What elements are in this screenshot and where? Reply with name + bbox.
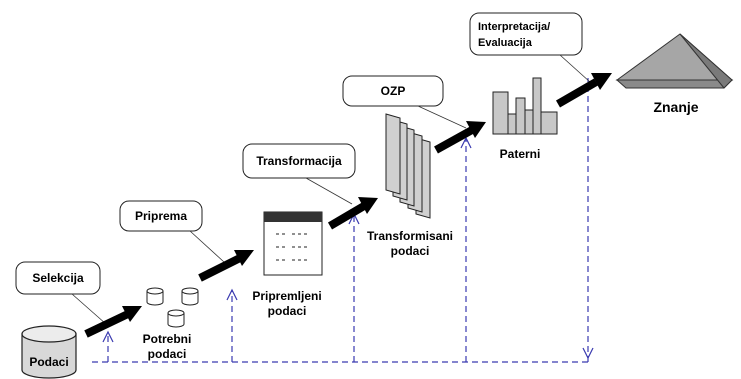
- flow-arrow-shaft: [198, 254, 242, 282]
- connector-line: [305, 177, 353, 205]
- connector-line: [417, 105, 467, 129]
- feedback-arrowhead-down: [582, 347, 594, 360]
- small-cylinder-icon: [167, 309, 185, 328]
- step-box: [15, 261, 101, 295]
- flow-arrows: [84, 73, 612, 338]
- node-paterni: Paterni: [492, 77, 558, 161]
- step-box: [469, 12, 583, 56]
- flow-arrowhead: [234, 250, 254, 266]
- connector-line: [559, 54, 591, 83]
- flow-arrow-shaft: [84, 310, 130, 338]
- node-pripremljeni-podaci: Pripremljeni podaci: [252, 211, 323, 318]
- step-label-transformacija: Transformacija: [256, 154, 342, 168]
- feedback-lines: [92, 78, 594, 363]
- step-priprema: Priprema: [119, 200, 225, 263]
- step-selekcija: Selekcija: [15, 261, 107, 325]
- node-label-paterni: Paterni: [500, 147, 541, 161]
- flow-arrow-shaft: [434, 126, 474, 154]
- node-label-transformisani-2: podaci: [391, 244, 430, 258]
- feedback-arrowhead: [460, 136, 472, 149]
- step-transformacija: Transformacija: [242, 143, 356, 205]
- feedback-arrowhead: [102, 330, 114, 343]
- node-label-podaci: Podaci: [29, 355, 68, 369]
- step-box: [342, 75, 444, 107]
- step-box: [119, 200, 203, 232]
- bar-pattern-icon: [492, 77, 558, 135]
- node-potrebni-podaci: Potrebni podaci: [143, 287, 199, 361]
- connector-line: [71, 293, 107, 325]
- node-label-potrebni-2: podaci: [148, 347, 187, 361]
- step-box: [242, 143, 356, 179]
- step-label-interpretacija: Interpretacija/: [478, 21, 550, 33]
- small-cylinder-icon: [146, 287, 164, 306]
- flow-arrowhead: [358, 197, 378, 214]
- flow-arrowhead: [122, 306, 142, 322]
- database-cylinder-icon: [21, 325, 77, 379]
- table-document-icon: [263, 211, 323, 276]
- flow-arrowhead: [591, 73, 612, 90]
- step-interpretacija: Interpretacija/ Evaluacija: [469, 12, 591, 83]
- pyramid-icon: [615, 33, 734, 89]
- node-transformisani-podaci: Transformisani podaci: [367, 113, 453, 258]
- connector-line: [189, 230, 225, 263]
- stacked-sheets-icon: [385, 113, 431, 219]
- node-label-pripremljeni-2: podaci: [268, 304, 307, 318]
- flow-arrow-shaft: [327, 202, 367, 230]
- node-label-pripremljeni: Pripremljeni: [252, 289, 321, 303]
- node-label-transformisani: Transformisani: [367, 229, 453, 243]
- node-label-znanje: Znanje: [653, 99, 698, 115]
- step-label-selekcija: Selekcija: [32, 271, 84, 285]
- step-label-priprema: Priprema: [135, 209, 187, 223]
- step-label-ozp: OZP: [381, 84, 406, 98]
- step-label-evaluacija: Evaluacija: [478, 37, 533, 49]
- feedback-arrowhead: [226, 288, 238, 301]
- node-znanje: Znanje: [615, 33, 734, 115]
- step-ozp: OZP: [342, 75, 467, 129]
- node-label-potrebni: Potrebni: [143, 332, 192, 346]
- flow-arrow-shaft: [555, 78, 599, 108]
- flow-arrowhead: [466, 121, 486, 138]
- node-podaci: Podaci: [21, 325, 77, 379]
- small-cylinder-icon: [181, 287, 199, 306]
